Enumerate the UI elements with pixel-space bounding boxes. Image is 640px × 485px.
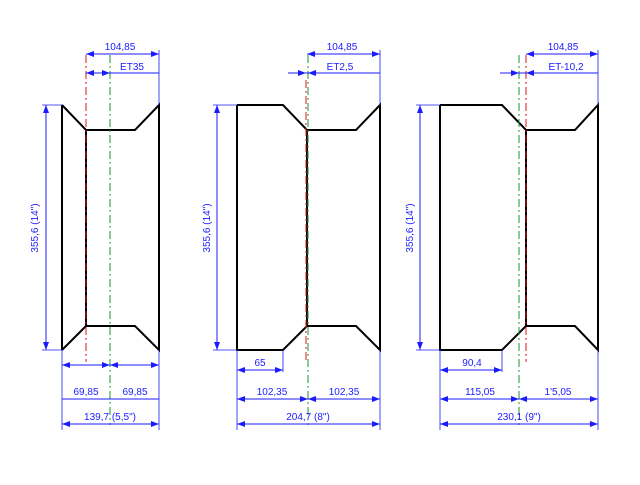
arrow xyxy=(526,70,534,76)
width-label: 139,7 (5,5") xyxy=(84,412,136,423)
left-half-label: 115,05 xyxy=(465,387,495,398)
arrow xyxy=(440,367,448,373)
arrow xyxy=(440,396,448,402)
offset-label: 104,85 xyxy=(548,42,579,53)
arrow xyxy=(300,396,308,402)
arrow xyxy=(308,396,316,402)
arrow xyxy=(62,421,70,427)
arrow xyxy=(494,367,502,373)
arrow xyxy=(519,396,527,402)
arrow xyxy=(440,421,448,427)
arrow xyxy=(275,367,283,373)
arrow xyxy=(151,51,159,57)
arrow xyxy=(151,421,159,427)
arrow xyxy=(308,70,316,76)
left-half-label: 102,35 xyxy=(257,387,288,398)
width-label: 230,1 (9") xyxy=(497,412,541,423)
arrow xyxy=(237,396,245,402)
arrow xyxy=(214,342,220,350)
arrow xyxy=(237,421,245,427)
arrow xyxy=(590,396,598,402)
arrow xyxy=(307,51,315,57)
right-half-label: 102,35 xyxy=(329,387,360,398)
rim-profile-top xyxy=(61,102,160,353)
arrow xyxy=(590,421,598,427)
et-label: ET2,5 xyxy=(327,62,354,73)
arrow xyxy=(526,51,534,57)
rim-diagram-5-5: 355,6 (14") 104,85 ET35 69,85 69,85 139,… xyxy=(30,42,160,430)
arrow xyxy=(43,105,49,113)
arrow xyxy=(43,342,49,350)
et-label: ET35 xyxy=(120,62,144,73)
et-label: ET-10,2 xyxy=(548,62,583,73)
arrow xyxy=(237,367,245,373)
arrow xyxy=(62,362,70,368)
arrow xyxy=(102,362,110,368)
arrow xyxy=(298,70,306,76)
arrow xyxy=(86,70,94,76)
left-half-label: 69,85 xyxy=(73,387,98,398)
offset-label: 104,85 xyxy=(327,42,358,53)
rim-diagram-9: 355,6 (14") 104,85 ET-10,2 90,4 115,05 1… xyxy=(405,42,599,430)
arrow xyxy=(151,362,159,368)
height-label: 355,6 (14") xyxy=(30,203,41,252)
arrow xyxy=(214,105,220,113)
arrow xyxy=(110,362,118,368)
offset-label: 104,85 xyxy=(105,42,136,53)
width-label: 204,7 (8") xyxy=(286,412,330,423)
height-label: 355,6 (14") xyxy=(202,203,213,252)
right-half-label: 1'5,05 xyxy=(545,387,572,398)
height-label: 355,6 (14") xyxy=(405,203,416,252)
inner-label: 90,4 xyxy=(462,358,482,369)
arrow xyxy=(372,421,380,427)
arrow xyxy=(511,70,519,76)
right-half-label: 69,85 xyxy=(122,387,147,398)
arrow xyxy=(372,51,380,57)
inner-label: 65 xyxy=(254,358,266,369)
arrow xyxy=(511,396,519,402)
arrow xyxy=(372,396,380,402)
arrow xyxy=(417,105,423,113)
rim-diagram-8: 355,6 (14") 104,85 ET2,5 65 102,35 102,3… xyxy=(202,42,381,430)
arrow xyxy=(417,342,423,350)
arrow xyxy=(102,70,110,76)
arrow xyxy=(590,51,598,57)
arrow xyxy=(86,51,94,57)
